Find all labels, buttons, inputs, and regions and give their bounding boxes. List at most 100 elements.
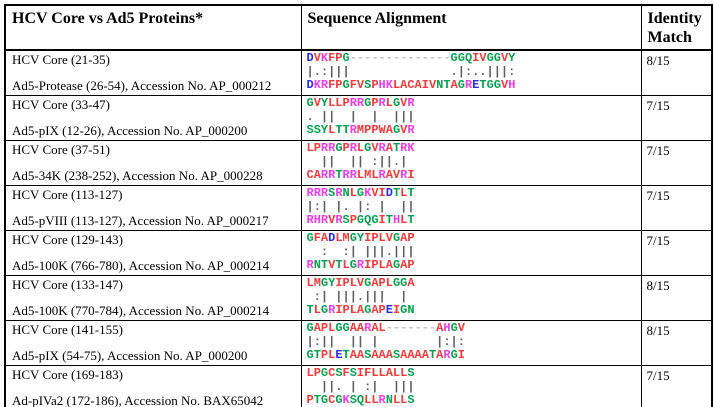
residue-run: GN	[400, 303, 415, 317]
residue-run: G	[450, 321, 458, 335]
residue-run: N	[385, 393, 393, 407]
residue-run: V	[313, 96, 321, 110]
residue-run: LL	[364, 393, 379, 407]
residue-run: AAA	[371, 348, 393, 362]
residue-run: APL	[313, 321, 336, 335]
residue-run: A	[436, 321, 444, 335]
protein-names-cell: HCV Core (21-35)Ad5-Protease (26-54), Ac…	[4, 49, 302, 96]
residue-run: GG	[392, 276, 408, 290]
match-line: |:| |. |: | ||	[306, 199, 415, 214]
residue-run: G	[342, 78, 350, 92]
query-sequence: GAPLGGAARAL-------AHGV	[306, 321, 639, 336]
subject-sequence: RNTVTLGRIPLAGAP	[307, 258, 639, 273]
residue-run: G	[306, 96, 314, 110]
alignment-row: HCV Core (129-143)Ad5-100K (766-780), Ac…	[4, 230, 713, 276]
hcv-core-label: HCV Core (33-47)	[12, 97, 110, 112]
match-line: . || | | |||	[306, 109, 415, 124]
identity-value: 8/15	[646, 53, 670, 68]
protein-names-cell: HCV Core (113-127)Ad5-pVIII (113-127), A…	[4, 185, 302, 231]
residue-run: LML	[356, 168, 379, 182]
residue-run: R	[464, 78, 473, 92]
residue-run: P	[342, 141, 350, 155]
residue-run: G	[364, 141, 372, 155]
ad5-protein-label: Ad5-34K (238-252), Accession No. AP_0002…	[12, 168, 263, 183]
alignment-table: HCV Core vs Ad5 Proteins* Sequence Align…	[4, 4, 713, 407]
residue-run: GY	[320, 276, 336, 290]
residue-run: RRR	[306, 186, 329, 200]
residue-run: G	[335, 141, 343, 155]
header-row: HCV Core vs Ad5 Proteins* Sequence Align…	[4, 4, 713, 51]
identity-match-cell: 7/15	[640, 95, 713, 141]
residue-run: P	[371, 96, 379, 110]
alignment-row: HCV Core (133-147)Ad5-100K (770-784), Ac…	[4, 275, 713, 321]
residue-run: Y	[508, 51, 516, 65]
residue-run: IPLA	[364, 258, 393, 272]
residue-run: APL	[371, 276, 393, 290]
residue-run: N	[342, 186, 350, 200]
residue-run: K	[364, 186, 372, 200]
residue-run: KR	[313, 78, 329, 92]
residue-run: IFLLALL	[356, 366, 408, 380]
residue-run: IPLV	[364, 231, 393, 245]
residue-run: LP	[306, 366, 321, 380]
identity-value: 8/15	[646, 278, 670, 293]
residue-run: AP	[400, 231, 415, 245]
residue-run: V	[400, 123, 408, 137]
match-line: |.:||| .|:..|||:	[306, 64, 516, 79]
residue-run: S	[328, 186, 336, 200]
residue-run: P	[306, 393, 314, 407]
identity-value: 7/15	[646, 188, 670, 203]
residue-run: R	[356, 258, 365, 272]
match-line: : :| |||.|||	[306, 244, 415, 259]
residue-run: G	[364, 303, 372, 317]
residue-run: L	[400, 213, 408, 227]
match-line: |:|| || | |:|:	[306, 334, 465, 349]
ad5-protein-label: Ad5-100K (770-784), Accession No. AP_000…	[12, 303, 270, 318]
residue-run: G	[306, 321, 314, 335]
residue-run: R	[364, 321, 372, 335]
residue-run: VI	[371, 186, 386, 200]
residue-run: R	[400, 168, 408, 182]
residue-run: AA	[349, 348, 365, 362]
residue-run: V	[371, 141, 379, 155]
residue-run: I	[457, 348, 465, 362]
ad5-protein-label: Ad5-pIX (12-26), Accession No. AP_000200	[12, 123, 248, 138]
residue-run: LLP	[328, 96, 350, 110]
protein-names-cell: HCV Core (169-183)Ad-pIVa2 (172-186), Ac…	[4, 365, 302, 407]
residue-run: GG	[486, 51, 501, 65]
residue-run: D	[306, 78, 314, 92]
residue-run: A	[385, 141, 393, 155]
residue-run: G	[364, 276, 372, 290]
residue-run: T	[306, 303, 314, 317]
residue-run: E	[335, 348, 343, 362]
residue-run: H	[443, 321, 451, 335]
residue-run: G	[349, 258, 357, 272]
alignment-row: HCV Core (21-35)Ad5-Protease (26-54), Ac…	[4, 49, 713, 96]
residue-run: TT	[335, 123, 350, 137]
residue-run: L	[313, 303, 321, 317]
residue-run: G	[306, 231, 314, 245]
sequence-alignment-cell: GAPLGGAARAL-------AHGV|:|| || | |:|:GTPL…	[300, 320, 642, 366]
residue-run: S	[364, 348, 372, 362]
residue-run: G	[342, 51, 350, 65]
identity-match-cell: 8/15	[640, 320, 713, 366]
protein-names-cell: HCV Core (37-51)Ad5-34K (238-252), Acces…	[4, 140, 302, 186]
residue-run: LP	[306, 141, 321, 155]
query-sequence: GFADLMGYIPLVGAP	[306, 231, 639, 246]
residue-run: AA	[349, 321, 365, 335]
residue-run: P	[349, 213, 357, 227]
sequence-alignment-cell: LMGYIPLVGAPLGGA :| |||.||| | TLGRIPLAGAP…	[300, 275, 642, 321]
residue-run: RR	[349, 96, 365, 110]
residue-run: S	[342, 213, 350, 227]
identity-match-cell: 8/15	[640, 49, 713, 96]
residue-run: TG	[313, 393, 329, 407]
identity-match-cell: 7/15	[640, 140, 713, 186]
identity-value: 7/15	[646, 98, 670, 113]
query-sequence: LMGYIPLVGAPLGGA	[307, 276, 639, 291]
residue-run: MPPWA	[356, 123, 393, 137]
sequence-alignment-cell: GVYLLPRRGPRLGVR. || | | |||SSYLTTRMPPWAG…	[300, 95, 642, 141]
residue-run: S	[335, 366, 343, 380]
residue-run: S	[364, 78, 372, 92]
hcv-core-label: HCV Core (141-155)	[12, 322, 123, 337]
